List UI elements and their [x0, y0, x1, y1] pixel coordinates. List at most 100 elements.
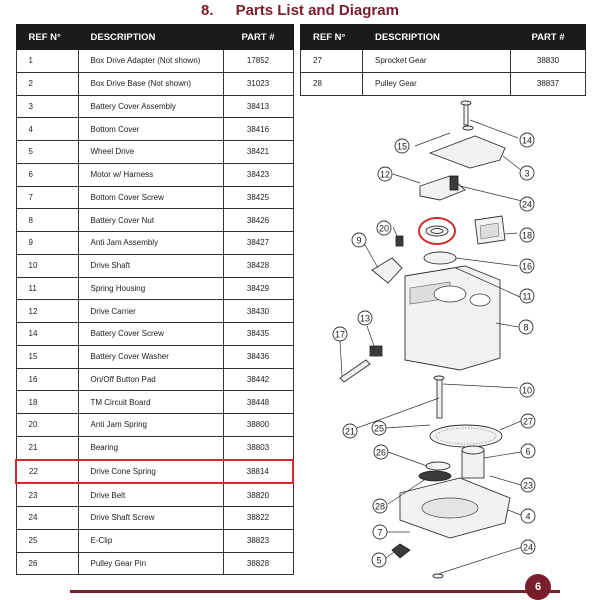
anti-jam-spring-part [395, 235, 404, 247]
cell-ref: 12 [15, 299, 79, 323]
cell-part: 38421 [222, 140, 294, 164]
callout-circle [519, 382, 535, 398]
cell-part: 38830 [510, 49, 586, 73]
callout-label: 7 [377, 528, 382, 538]
callout-21: 21 [342, 423, 358, 439]
cell-description: Drive Shaft Screw [77, 506, 224, 530]
cell-part: 38837 [510, 71, 586, 96]
table-header-row: REF N° DESCRIPTION PART # [300, 24, 586, 50]
cell-description: Drive Cone Spring [77, 458, 224, 485]
callout-circle [371, 552, 387, 568]
motor-part [461, 445, 485, 479]
callout-14: 14 [519, 132, 535, 148]
cell-description: Bottom Cover Screw [77, 185, 224, 210]
callout-10: 10 [519, 382, 535, 398]
pulley-gear-pin-part [339, 359, 371, 383]
callout-label: 24 [522, 200, 532, 210]
callout-12: 12 [377, 166, 393, 182]
header-part: PART # [510, 24, 586, 50]
drive-carrier-part [419, 175, 466, 201]
callout-16: 16 [519, 258, 535, 274]
cell-part: 38800 [222, 413, 294, 437]
callout-circle [520, 413, 536, 429]
callout-circle [520, 539, 536, 555]
callout-label: 28 [375, 502, 385, 512]
callout-circle [394, 138, 410, 154]
cell-part: 38427 [222, 231, 294, 255]
cell-ref: 24 [15, 506, 79, 530]
battery-cover-part [428, 135, 506, 169]
section-title: Parts List and Diagram [235, 2, 399, 19]
cell-ref: 2 [15, 71, 79, 96]
callout-label: 21 [345, 427, 355, 437]
callout-circle [377, 166, 393, 182]
header-part: PART # [222, 24, 294, 50]
callout-label: 11 [522, 292, 531, 302]
callout-6: 6 [520, 443, 536, 459]
cell-ref: 4 [15, 117, 79, 141]
callout-label: 14 [522, 136, 532, 146]
cell-description: Motor w/ Harness [77, 162, 224, 187]
cell-part: 38822 [222, 506, 294, 530]
cell-ref: 3 [15, 94, 79, 119]
cell-part: 38442 [222, 367, 294, 392]
cell-description: Anti Jam Assembly [77, 231, 224, 255]
callout-circle [519, 288, 535, 304]
cell-ref: 20 [15, 413, 79, 437]
cell-ref: 10 [15, 253, 79, 278]
callout-label: 16 [522, 262, 532, 272]
cell-ref: 1 [15, 49, 79, 73]
callout-8: 8 [518, 319, 534, 335]
cell-ref: 21 [15, 435, 79, 461]
cell-part: 38436 [222, 344, 294, 369]
callout-label: 23 [523, 481, 533, 491]
callout-27: 27 [520, 413, 536, 429]
drive-shaft-screw-part [432, 573, 444, 579]
cell-description: TM Circuit Board [77, 390, 224, 414]
callout-label: 24 [523, 543, 533, 553]
cell-part: 38823 [222, 528, 294, 553]
cell-description: Battery Cover Screw [77, 322, 224, 346]
cell-description: Box Drive Base (Not shown) [77, 71, 224, 96]
cell-description: Drive Carrier [77, 299, 224, 323]
callout-26: 26 [373, 444, 389, 460]
callout-20: 20 [376, 220, 392, 236]
footer-rule [70, 590, 560, 593]
callout-3: 3 [519, 165, 535, 181]
callout-circle [373, 444, 389, 460]
cell-ref: 18 [15, 390, 79, 414]
cell-part: 38416 [222, 117, 294, 141]
callout-circle [519, 258, 535, 274]
cell-part: 38430 [222, 299, 294, 323]
header-description: DESCRIPTION [77, 24, 224, 50]
cell-description: Pulley Gear Pin [77, 551, 224, 576]
callout-label: 20 [379, 224, 389, 234]
callout-circle [342, 423, 358, 439]
cell-description: E-Clip [77, 528, 224, 553]
cell-description: Bottom Cover [77, 117, 224, 141]
callout-label: 3 [524, 169, 529, 179]
cell-description: Spring Housing [77, 276, 224, 301]
circuit-board-part [474, 215, 506, 245]
battery-cover-screw-part [460, 100, 474, 131]
callout-4: 4 [520, 508, 536, 524]
callout-label: 25 [374, 424, 384, 434]
callout-24: 24 [519, 196, 535, 212]
callout-label: 10 [522, 386, 532, 396]
